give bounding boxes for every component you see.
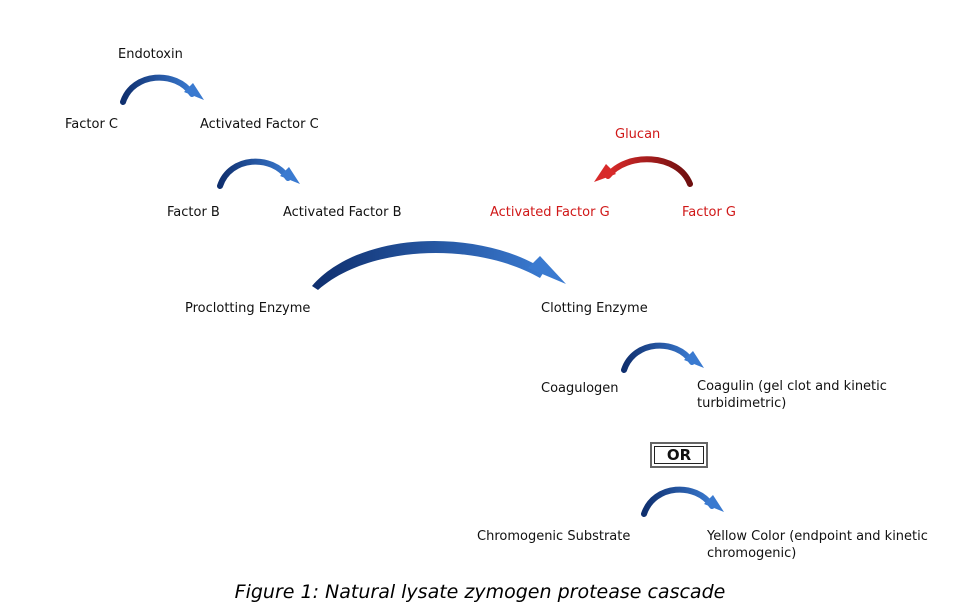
arrow-coagulogen — [621, 342, 704, 373]
label-yellow-color: Yellow Color (endpoint and kinetic chrom… — [707, 529, 928, 561]
label-activated-factor-b: Activated Factor B — [283, 205, 402, 220]
arrow-chromogenic — [641, 486, 724, 517]
label-factor-c: Factor C — [65, 117, 119, 132]
label-factor-b: Factor B — [167, 205, 220, 220]
label-endotoxin: Endotoxin — [118, 47, 183, 62]
arrow-glucan — [594, 156, 693, 187]
arrow-endotoxin — [120, 74, 204, 105]
arrow-factor-b — [217, 158, 300, 189]
label-clotting-enzyme: Clotting Enzyme — [541, 301, 648, 316]
arrow-proclotting — [312, 240, 566, 290]
label-proclotting-enzyme: Proclotting Enzyme — [185, 301, 311, 316]
figure-caption: Figure 1: Natural lysate zymogen proteas… — [234, 581, 726, 603]
or-box: OR — [650, 442, 708, 468]
label-coagulin: Coagulin (gel clot and kinetic turbidime… — [697, 379, 887, 411]
label-activated-factor-g: Activated Factor G — [490, 205, 610, 220]
label-glucan: Glucan — [615, 127, 661, 142]
label-coagulogen: Coagulogen — [541, 381, 619, 396]
label-chromogenic-substrate: Chromogenic Substrate — [477, 529, 631, 544]
label-activated-factor-c: Activated Factor C — [200, 117, 319, 132]
label-factor-g: Factor G — [682, 205, 736, 220]
